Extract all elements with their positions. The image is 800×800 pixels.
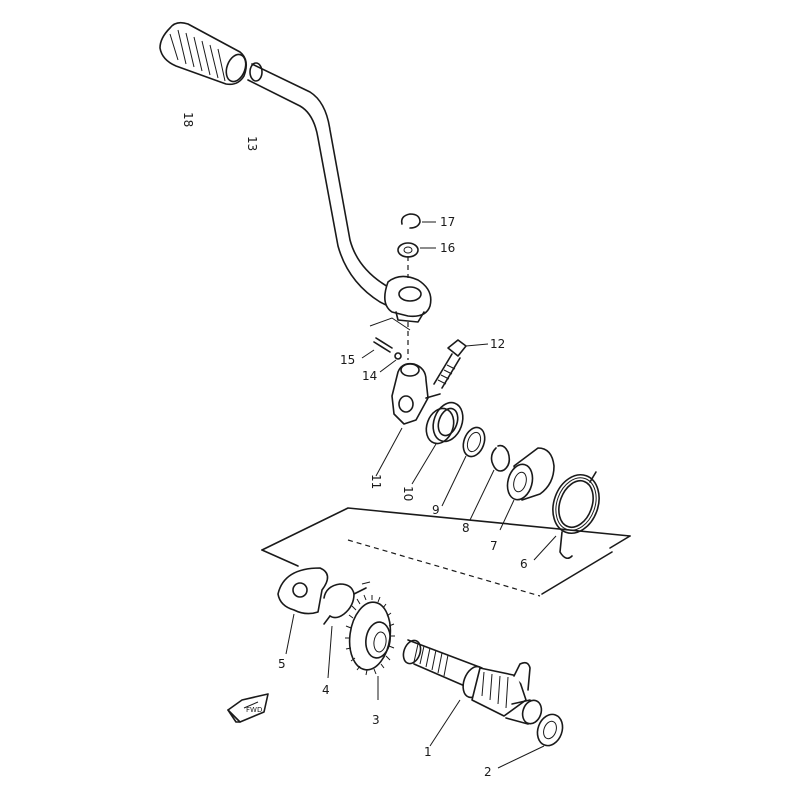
pin-15 bbox=[361, 337, 393, 359]
washer-9 bbox=[441, 426, 486, 507]
kick-gear-3 bbox=[345, 594, 395, 700]
part-label-17: 17 bbox=[440, 215, 455, 229]
grouping-bracket bbox=[261, 507, 631, 597]
part-label-4: 4 bbox=[322, 683, 330, 697]
part-label-6: 6 bbox=[520, 557, 528, 571]
part-label-14: 14 bbox=[362, 369, 377, 383]
kick-boss-11 bbox=[375, 362, 441, 477]
part-label-5: 5 bbox=[278, 657, 286, 671]
kick-lever-arm bbox=[247, 62, 432, 323]
guide-bracket bbox=[369, 317, 411, 331]
clip-4 bbox=[323, 581, 371, 679]
part-label-1: 1 bbox=[424, 745, 432, 759]
part-label-18: 18 bbox=[181, 112, 195, 127]
stopper-plate-5 bbox=[277, 567, 329, 655]
circlip-17 bbox=[400, 213, 436, 229]
kick-shaft-1 bbox=[402, 639, 543, 747]
part-label-11: 11 bbox=[369, 474, 383, 489]
part-label-3: 3 bbox=[372, 713, 380, 727]
spring-guide-7 bbox=[499, 447, 555, 531]
ball-14 bbox=[379, 352, 402, 373]
oil-seal-10 bbox=[411, 401, 464, 485]
part-labels: 18 13 17 16 12 15 14 11 10 9 8 7 6 5 4 3… bbox=[181, 112, 528, 779]
part-label-7: 7 bbox=[490, 539, 498, 553]
part-label-15: 15 bbox=[340, 353, 355, 367]
part-label-9: 9 bbox=[432, 503, 440, 517]
part-label-12: 12 bbox=[490, 337, 505, 351]
washer-2 bbox=[497, 713, 564, 769]
part-label-8: 8 bbox=[462, 521, 470, 535]
front-marker-label: FWD bbox=[246, 706, 262, 714]
part-label-13: 13 bbox=[245, 136, 259, 151]
part-label-2: 2 bbox=[484, 765, 492, 779]
kick-grip bbox=[159, 21, 248, 86]
part-label-10: 10 bbox=[401, 486, 415, 501]
part-label-16: 16 bbox=[440, 241, 455, 255]
circlip-8 bbox=[469, 444, 511, 521]
torsion-spring-6 bbox=[533, 471, 600, 561]
bolt-12 bbox=[433, 339, 489, 389]
front-direction-marker: FWD bbox=[227, 693, 269, 723]
washer-16 bbox=[397, 242, 436, 258]
